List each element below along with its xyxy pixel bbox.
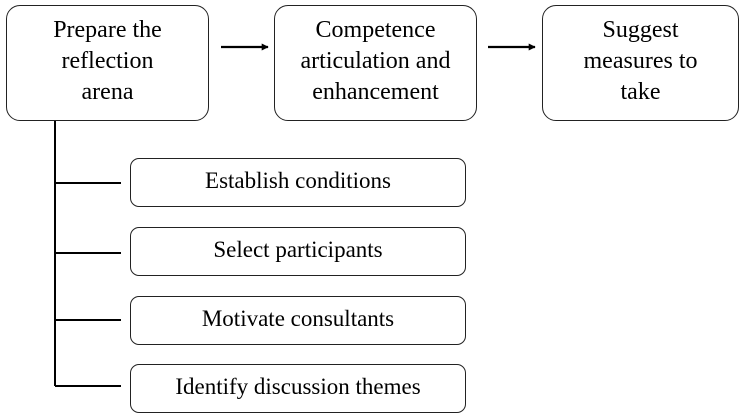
sub-step-label: Establish conditions: [205, 168, 391, 193]
sub-step-label: Select participants: [213, 237, 383, 262]
sub-step-establish-conditions: Establish conditions: [130, 158, 466, 207]
step-label: Suggest measures to take: [583, 16, 698, 105]
sub-step-label: Motivate consultants: [201, 306, 395, 331]
step-suggest-measures: Suggest measures to take: [542, 5, 739, 121]
sub-step-identify-discussion-themes: Identify discussion themes: [130, 364, 466, 413]
step-label: Prepare the reflection arena: [53, 16, 162, 105]
sub-step-select-participants: Select participants: [130, 227, 466, 276]
sub-step-motivate-consultants: Motivate consultants: [130, 296, 466, 345]
step-competence-articulation: Competence articulation and enhancement: [274, 5, 477, 121]
step-label: Competence articulation and enhancement: [300, 16, 451, 105]
step-prepare-reflection-arena: Prepare the reflection arena: [6, 5, 209, 121]
sub-step-label: Identify discussion themes: [175, 374, 421, 399]
